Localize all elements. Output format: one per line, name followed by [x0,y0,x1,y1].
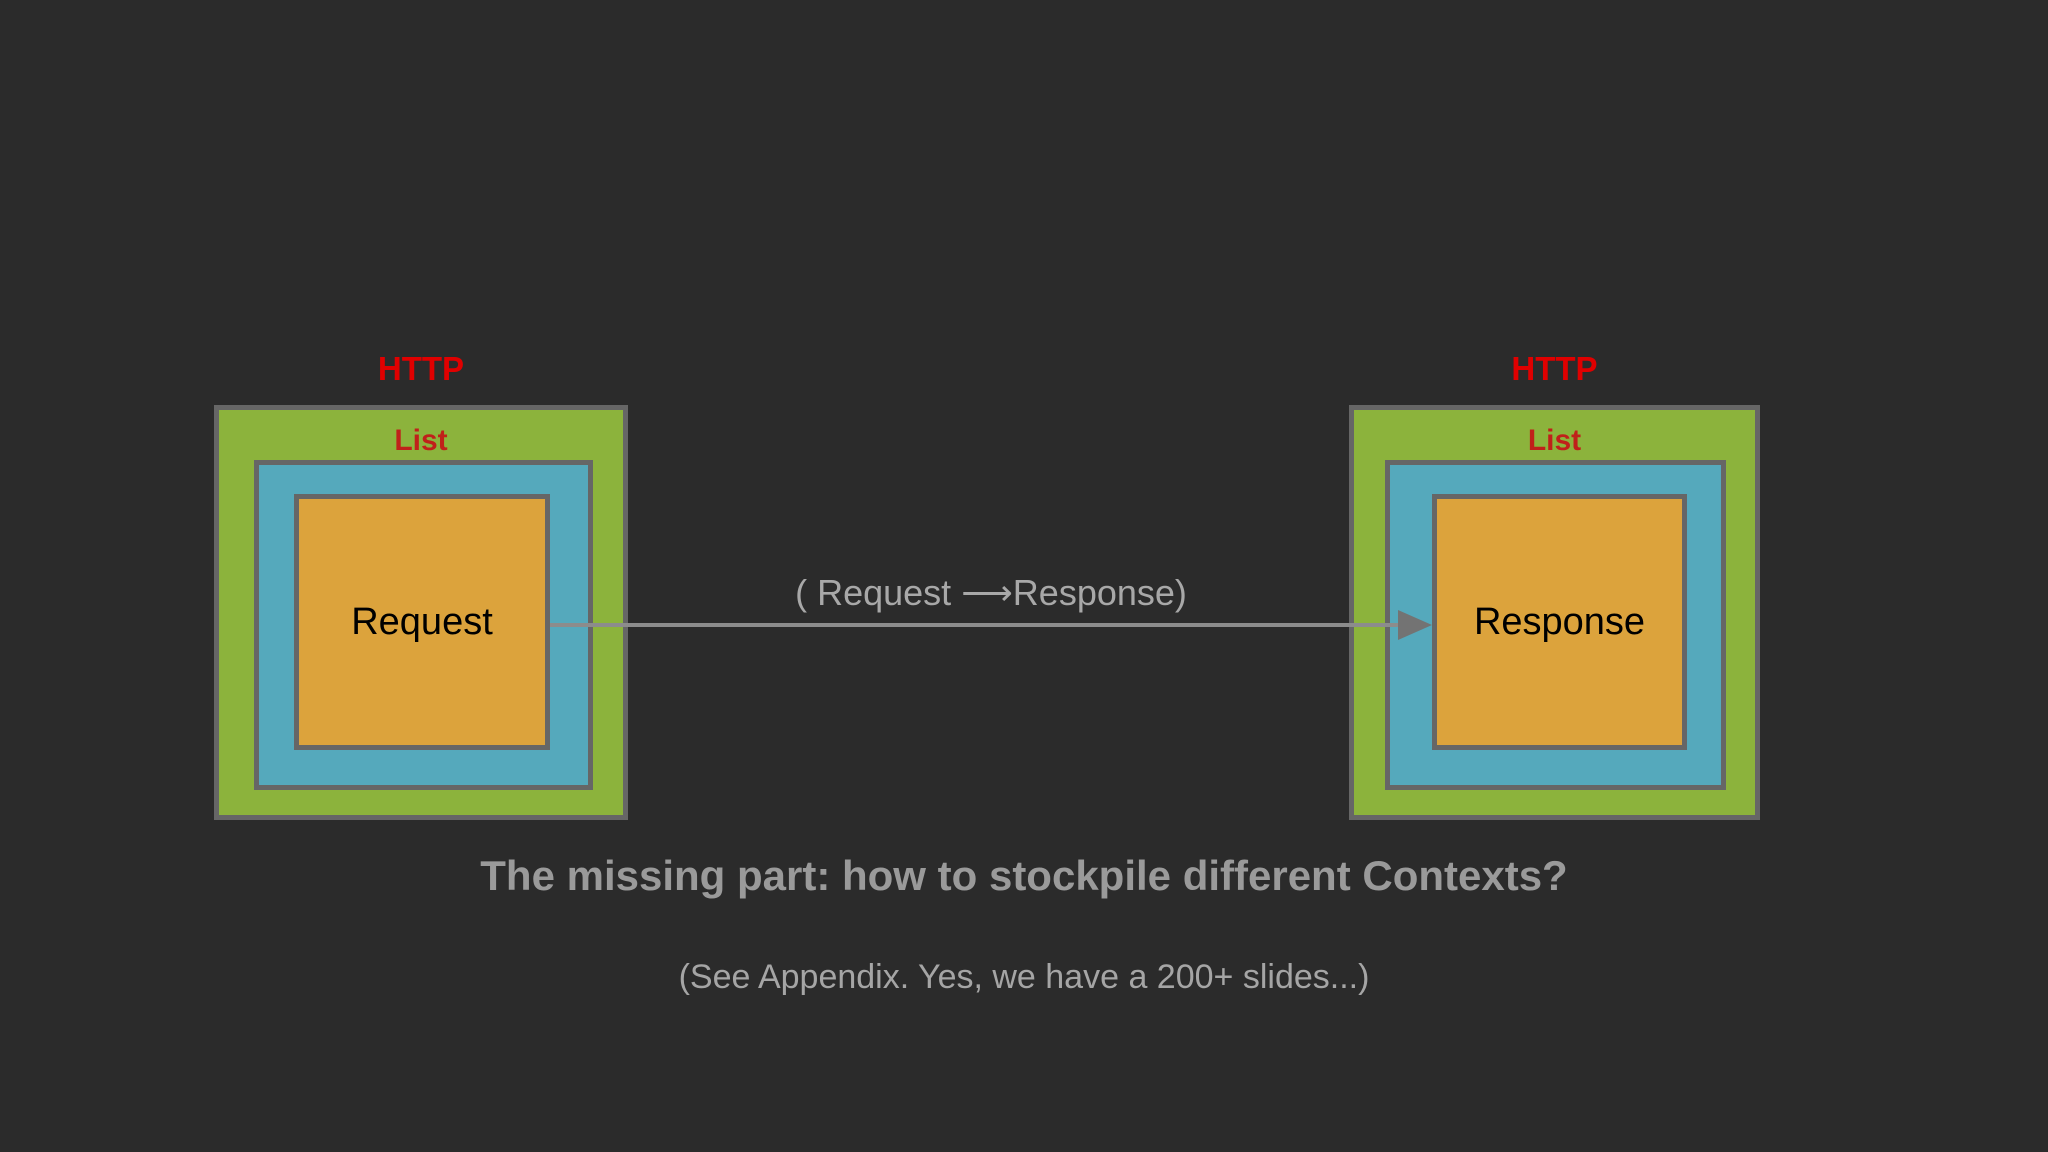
list-label-left: List [394,424,448,457]
response-label: Response [1473,601,1646,643]
caption-sub: (See Appendix. Yes, we have a 200+ slide… [678,958,1370,996]
edge-label: ( Request ⟶Response) [795,572,1187,613]
list-label-right: List [1527,424,1582,457]
request-label: Request [351,601,493,643]
http-label-right: HTTP [1511,350,1598,387]
caption-main: The missing part: how to stockpile diffe… [480,852,1568,899]
context-stack-left: List Request [214,405,628,820]
response-layer-right: Response [1432,494,1687,750]
http-label-left: HTTP [377,350,465,387]
context-stack-right: List Response [1349,405,1760,820]
request-layer-left: Request [294,494,550,750]
